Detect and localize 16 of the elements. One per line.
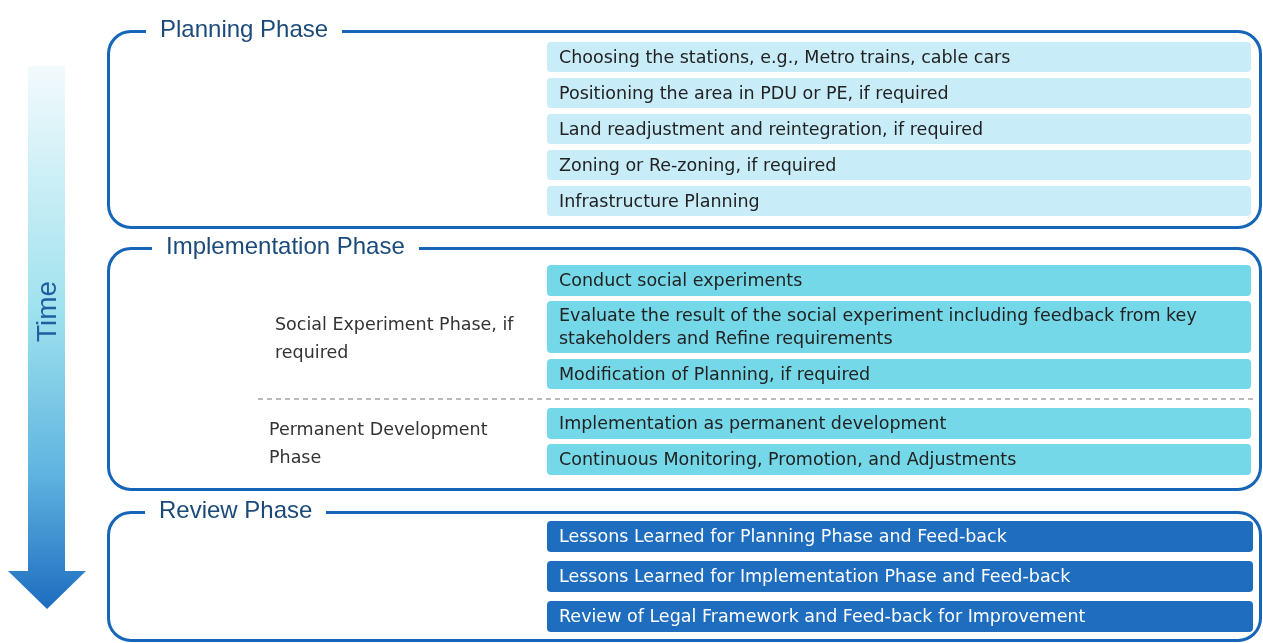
step-box: Positioning the area in PDU or PE, if required: [547, 78, 1251, 108]
step-box: Lessons Learned for Implementation Phase and Feed-back: [547, 561, 1253, 592]
step-box: Implementation as permanent development: [547, 408, 1251, 439]
subphase-label: Social Experiment Phase, if required: [275, 313, 515, 364]
subphase-label: Permanent Development Phase: [269, 418, 489, 469]
step-box: Conduct social experiments: [547, 265, 1251, 296]
step-box: Zoning or Re-zoning, if required: [547, 150, 1251, 180]
step-box: Lessons Learned for Planning Phase and Feed-back: [547, 521, 1253, 552]
step-box: Evaluate the result of the social experiment including feedback from key stakeholders and Refine requirements: [547, 301, 1251, 353]
step-box: Continuous Monitoring, Promotion, and Adjustments: [547, 444, 1251, 475]
axis-label: Time: [30, 282, 63, 342]
step-box: Modification of Planning, if required: [547, 359, 1251, 389]
step-box: Review of Legal Framework and Feed-back for Improvement: [547, 601, 1253, 632]
step-box: Land readjustment and reintegration, if required: [547, 114, 1251, 144]
step-box: Infrastructure Planning: [547, 186, 1251, 216]
step-box: Choosing the stations, e.g., Metro trains, cable cars: [547, 42, 1251, 72]
